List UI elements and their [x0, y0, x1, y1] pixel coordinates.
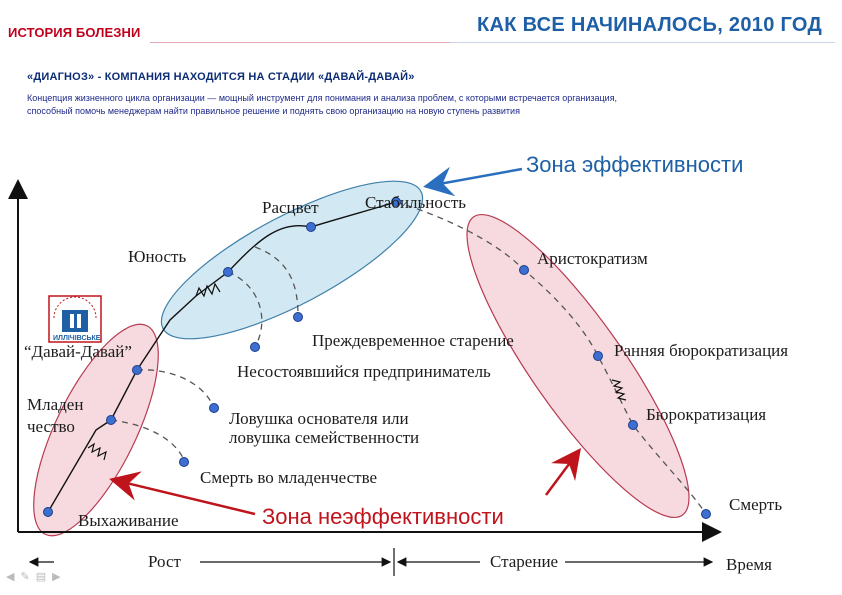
label-aristocracy: Аристократизм: [537, 249, 648, 268]
slide-toolbar[interactable]: ◀✎▤▶: [6, 570, 67, 583]
section-title: ИСТОРИЯ БОЛЕЗНИ: [8, 25, 141, 40]
point-unfulfilled: [250, 342, 260, 352]
forward-icon[interactable]: ▶: [52, 571, 67, 583]
label-death: Смерть: [729, 495, 782, 514]
label-founder-trap-1: Ловушка основателя или: [229, 409, 409, 428]
ineffective-arrow-left: [109, 471, 256, 516]
back-icon[interactable]: ◀: [6, 571, 21, 583]
point-stability: [391, 197, 401, 207]
point-aristocracy: [519, 265, 529, 275]
ineffective-zone-title: Зона неэффективности: [262, 504, 504, 529]
axis-label-time: Время: [726, 555, 772, 574]
point-gogo: [132, 365, 142, 375]
label-survival: Выхаживание: [78, 511, 179, 530]
point-infancy: [106, 415, 116, 425]
slide-title: КАК ВСЕ НАЧИНАЛОСЬ, 2010 ГОД: [477, 14, 822, 36]
axis-label-aging: Старение: [490, 552, 558, 571]
point-survival: [43, 507, 53, 517]
concept-description: Концепция жизненного цикла организации —…: [27, 92, 817, 118]
axis-label-growth: Рост: [148, 552, 182, 571]
label-premature: Преждевременное старение: [312, 331, 514, 350]
point-founder-trap: [209, 403, 219, 413]
label-bureaucracy: Бюрократизация: [646, 405, 766, 424]
label-gogo: “Давай-Давай”: [24, 342, 132, 361]
point-early-bureaucracy: [593, 351, 603, 361]
diagnosis-subtitle: «ДИАГНОЗ» - КОМПАНИЯ НАХОДИТСЯ НА СТАДИИ…: [27, 71, 415, 83]
menu-icon[interactable]: ▤: [35, 571, 53, 583]
label-unfulfilled: Несостоявшийся предприниматель: [237, 362, 491, 381]
point-youth: [223, 267, 233, 277]
label-stability: Стабильность: [365, 193, 466, 212]
point-prime: [306, 222, 316, 232]
trap-branch-premature: [254, 246, 299, 317]
pen-icon[interactable]: ✎: [20, 571, 36, 583]
ineffective-zone-aging: [466, 213, 690, 519]
trap-branch-unfulfilled: [227, 271, 263, 348]
logo-caption: ИЛЛІЧІВСЬКЕ: [53, 335, 101, 342]
title-underline-left: [150, 42, 450, 43]
point-death: [701, 509, 711, 519]
spring-youth: [195, 282, 221, 298]
label-founder-trap-2: ловушка семейственности: [229, 428, 419, 447]
lifecycle-curve-aging: [395, 201, 707, 515]
point-infant-death: [179, 457, 189, 467]
label-infancy-1: Младен: [27, 395, 83, 414]
description-line-2: способный помочь менеджерам найти правил…: [27, 106, 520, 116]
trap-branch-infant-death: [110, 419, 185, 461]
spring-bureaucracy: [611, 379, 627, 401]
title-underline-right: [450, 42, 835, 43]
effective-zone-arrow: [423, 166, 523, 197]
label-infancy-2: чество: [27, 417, 75, 436]
effective-zone-title: Зона эффективности: [526, 152, 743, 177]
label-early-bureaucracy: Ранняя бюрократизация: [614, 341, 788, 360]
description-line-1: Концепция жизненного цикла организации —…: [27, 93, 618, 103]
label-youth: Юность: [128, 247, 186, 266]
point-premature: [293, 312, 303, 322]
label-infant-death: Смерть во младенчестве: [200, 468, 377, 487]
effective-zone: [160, 180, 424, 340]
point-bureaucracy: [628, 420, 638, 430]
ineffective-arrow-right: [544, 447, 581, 496]
trap-branch-founder: [136, 369, 215, 409]
label-prime: Расцвет: [262, 198, 319, 217]
spring-infancy: [87, 442, 107, 461]
company-logo: ИЛЛІЧІВСЬКЕ: [48, 295, 102, 343]
